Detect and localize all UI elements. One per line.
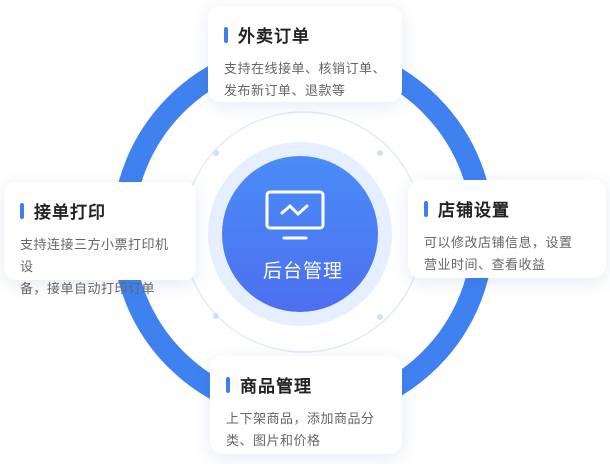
accent-bar — [226, 376, 230, 393]
card-description: 上下架商品，添加商品分 类、图片和价格 — [226, 409, 386, 453]
card-description: 可以修改店铺信息，设置 营业时间、查看收益 — [424, 233, 590, 277]
card-desc-line: 上下架商品，添加商品分 — [226, 412, 375, 427]
card-desc-line: 营业时间、查看收益 — [424, 258, 546, 273]
ring-dot — [377, 314, 383, 320]
card-title: 外卖订单 — [238, 27, 310, 47]
feature-card-product-management: 商品管理 上下架商品，添加商品分 类、图片和价格 — [210, 356, 402, 454]
card-desc-line: 支持在线接单、核销订单、 — [224, 62, 387, 77]
accent-bar — [20, 202, 24, 219]
card-title-row: 外卖订单 — [224, 22, 386, 47]
card-desc-line: 发布新订单、退款等 — [224, 84, 346, 99]
card-title-row: 商品管理 — [226, 372, 386, 397]
card-title-row: 店铺设置 — [424, 196, 590, 221]
card-desc-line: 可以修改店铺信息，设置 — [424, 236, 573, 251]
feature-card-takeout-orders: 外卖订单 支持在线接单、核销订单、 发布新订单、退款等 — [208, 6, 402, 102]
accent-bar — [224, 26, 228, 43]
ring-dot — [213, 313, 219, 319]
ring-dot — [377, 150, 383, 156]
card-desc-line: 备，接单自动打印订单 — [20, 282, 156, 297]
card-title: 商品管理 — [240, 377, 312, 397]
card-desc-line: 支持连接三方小票打印机设 — [20, 238, 169, 275]
card-title: 接单打印 — [34, 203, 106, 223]
card-description: 支持连接三方小票打印机设 备，接单自动打印订单 — [20, 235, 180, 301]
feature-card-order-printing: 接单打印 支持连接三方小票打印机设 备，接单自动打印订单 — [4, 182, 196, 297]
center-label: 后台管理 — [262, 260, 343, 282]
center-circle — [222, 156, 378, 312]
card-title: 店铺设置 — [438, 201, 510, 221]
accent-bar — [424, 200, 428, 217]
monitor-chart-icon — [265, 190, 325, 240]
card-description: 支持在线接单、核销订单、 发布新订单、退款等 — [224, 59, 386, 103]
card-desc-line: 类、图片和价格 — [226, 434, 321, 449]
card-title-row: 接单打印 — [20, 198, 180, 223]
ring-dot — [213, 150, 219, 156]
feature-card-store-settings: 店铺设置 可以修改店铺信息，设置 营业时间、查看收益 — [408, 180, 606, 278]
